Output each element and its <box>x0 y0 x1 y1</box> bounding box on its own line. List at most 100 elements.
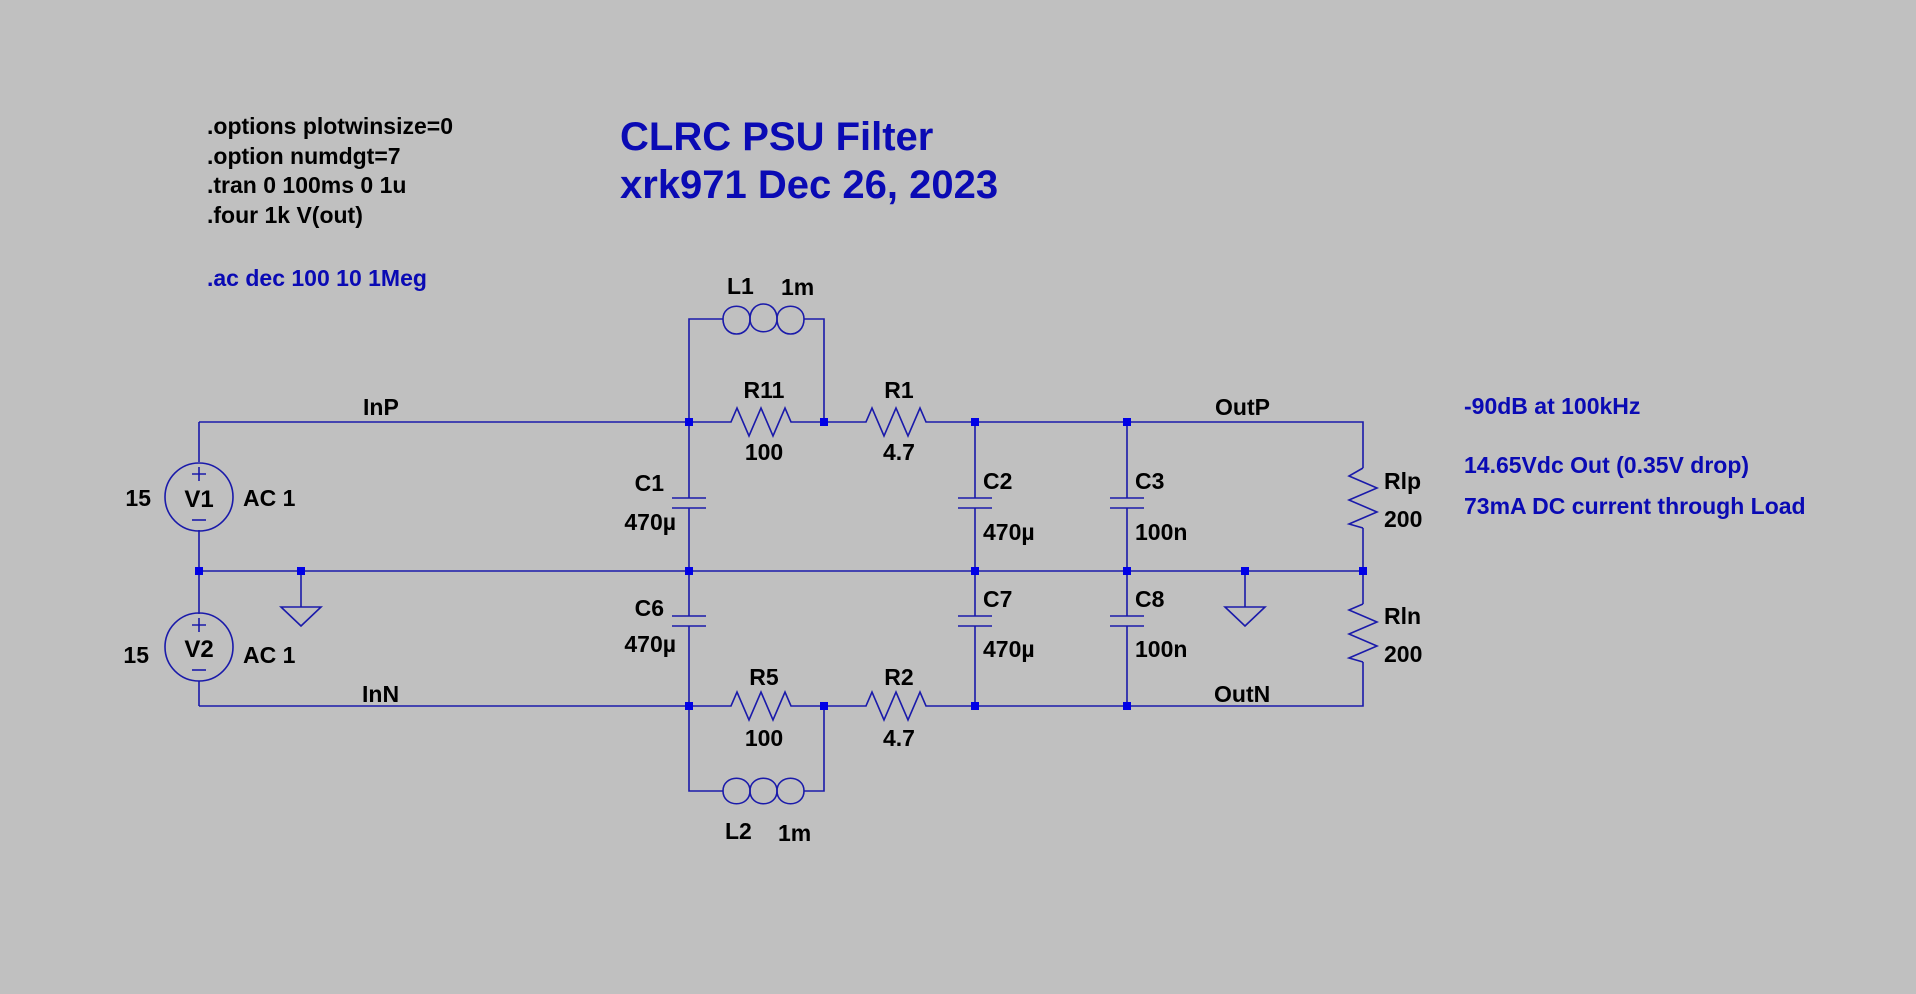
resistor-r11[interactable]: R11 100 <box>689 377 799 465</box>
wire-l1-loop[interactable] <box>688 318 825 422</box>
note-attenuation[interactable]: -90dB at 100kHz <box>1464 393 1640 419</box>
resistor-r1-name: R1 <box>884 377 914 403</box>
capacitor-c2[interactable]: C2 470µ <box>958 468 1035 545</box>
resistor-r5[interactable]: R5 100 <box>689 664 799 751</box>
note-dc-current[interactable]: 73mA DC current through Load <box>1464 493 1806 519</box>
ac-directive[interactable]: .ac dec 100 10 1Meg <box>207 265 427 291</box>
capacitor-c1[interactable]: C1 470µ <box>624 470 706 535</box>
capacitor-c3-name: C3 <box>1135 468 1164 494</box>
junctions <box>195 418 1367 710</box>
source-v2-name: V2 <box>184 636 213 663</box>
resistor-rlp-zigzag-icon <box>1346 467 1380 529</box>
inductor-l2-name: L2 <box>725 818 752 844</box>
resistor-rln-value: 200 <box>1384 641 1422 667</box>
capacitor-c3-value: 100n <box>1135 519 1187 545</box>
source-v2-plus-icon <box>192 618 206 632</box>
junction <box>971 567 979 575</box>
capacitor-c3-plates-icon <box>1110 497 1144 509</box>
note-dc-out[interactable]: 14.65Vdc Out (0.35V drop) <box>1464 452 1749 478</box>
junction <box>971 418 979 426</box>
junction <box>1123 567 1131 575</box>
capacitor-c6-name: C6 <box>635 595 664 621</box>
net-label-outp[interactable]: OutP <box>1215 394 1270 420</box>
capacitor-c1-value: 470µ <box>624 509 676 535</box>
wire-r2-out[interactable] <box>934 662 1364 707</box>
directive-2[interactable]: .option numdgt=7 <box>207 143 401 169</box>
capacitor-c2-name: C2 <box>983 468 1012 494</box>
net-label-outn[interactable]: OutN <box>1214 681 1270 707</box>
title-line-2: xrk971 Dec 26, 2023 <box>620 163 998 207</box>
resistor-r2-name: R2 <box>884 664 913 690</box>
junction <box>1359 567 1367 575</box>
source-v2-body <box>164 612 234 682</box>
junction <box>1123 418 1131 426</box>
junction <box>820 418 828 426</box>
resistor-r2-zigzag-icon <box>824 689 934 723</box>
junction <box>1123 702 1131 710</box>
source-v2[interactable]: V2 15 AC 1 <box>123 612 296 682</box>
resistor-r1-zigzag-icon <box>824 405 934 439</box>
resistor-r5-zigzag-icon <box>689 689 799 723</box>
resistor-r1-value: 4.7 <box>883 439 915 465</box>
capacitor-c8-name: C8 <box>1135 586 1165 612</box>
capacitor-c8[interactable]: C8 100n <box>1110 586 1187 662</box>
source-v1-name: V1 <box>184 486 213 513</box>
inductor-l2[interactable]: L2 1m <box>722 777 811 846</box>
resistor-r11-value: 100 <box>745 439 783 465</box>
inductor-l1-coil-top-icon <box>722 305 805 333</box>
ground-icon-left[interactable] <box>278 606 324 628</box>
inductor-l1-coil-icon <box>722 303 805 335</box>
source-v1[interactable]: V1 15 AC 1 <box>125 462 296 532</box>
directive-1[interactable]: .options plotwinsize=0 <box>207 113 453 139</box>
resistor-r1[interactable]: R1 4.7 <box>824 377 934 465</box>
resistor-rlp-name: Rlp <box>1384 468 1421 494</box>
resistor-rlp-value: 200 <box>1384 506 1422 532</box>
capacitor-c7-value: 470µ <box>983 636 1035 662</box>
junction <box>685 418 693 426</box>
junction <box>1241 567 1249 575</box>
directive-4[interactable]: .four 1k V(out) <box>207 202 363 228</box>
inductor-l1[interactable]: L1 1m <box>722 273 814 335</box>
capacitor-c7-name: C7 <box>983 586 1012 612</box>
inductor-l2-coil-icon <box>722 777 805 805</box>
title-line-1: CLRC PSU Filter <box>620 115 933 159</box>
resistor-r5-name: R5 <box>749 664 779 690</box>
source-v1-body <box>164 462 234 532</box>
resistor-rlp[interactable]: Rlp 200 <box>1346 467 1422 532</box>
capacitor-c3[interactable]: C3 100n <box>1110 468 1187 545</box>
resistor-r2[interactable]: R2 4.7 <box>824 664 934 751</box>
resistor-r11-zigzag-icon <box>689 405 799 439</box>
capacitor-c6-value: 470µ <box>624 631 676 657</box>
junction <box>685 702 693 710</box>
source-v1-dc: 15 <box>125 485 151 511</box>
junction <box>971 702 979 710</box>
capacitor-c1-plates-icon <box>672 497 706 509</box>
resistor-rln-name: Rln <box>1384 603 1421 629</box>
source-v1-ac: AC 1 <box>243 485 296 511</box>
wire-l2-loop[interactable] <box>688 706 825 792</box>
capacitor-c7-plates-icon <box>958 615 992 627</box>
inductor-l1-value: 1m <box>781 274 814 300</box>
resistor-rln-zigzag-icon <box>1346 603 1380 663</box>
inductor-l1-name: L1 <box>727 273 754 299</box>
net-label-inn[interactable]: InN <box>362 681 399 707</box>
capacitor-c6-plates-icon <box>672 615 706 627</box>
resistor-rln[interactable]: Rln 200 <box>1346 603 1422 667</box>
net-label-inp[interactable]: InP <box>363 394 399 420</box>
resistor-r2-value: 4.7 <box>883 725 915 751</box>
capacitor-c8-plates-icon <box>1110 615 1144 627</box>
junction <box>297 567 305 575</box>
junction <box>685 567 693 575</box>
capacitor-c2-plates-icon <box>958 497 992 509</box>
junction <box>195 567 203 575</box>
capacitor-c7[interactable]: C7 470µ <box>958 586 1035 662</box>
capacitor-c8-value: 100n <box>1135 636 1187 662</box>
capacitor-c6[interactable]: C6 470µ <box>624 595 706 657</box>
wire-r1-out[interactable] <box>934 421 1364 468</box>
wires <box>198 318 1364 792</box>
directive-3[interactable]: .tran 0 100ms 0 1u <box>207 172 406 198</box>
capacitor-c1-name: C1 <box>635 470 665 496</box>
resistor-r5-value: 100 <box>745 725 783 751</box>
ground-icon-right[interactable] <box>1222 606 1268 628</box>
